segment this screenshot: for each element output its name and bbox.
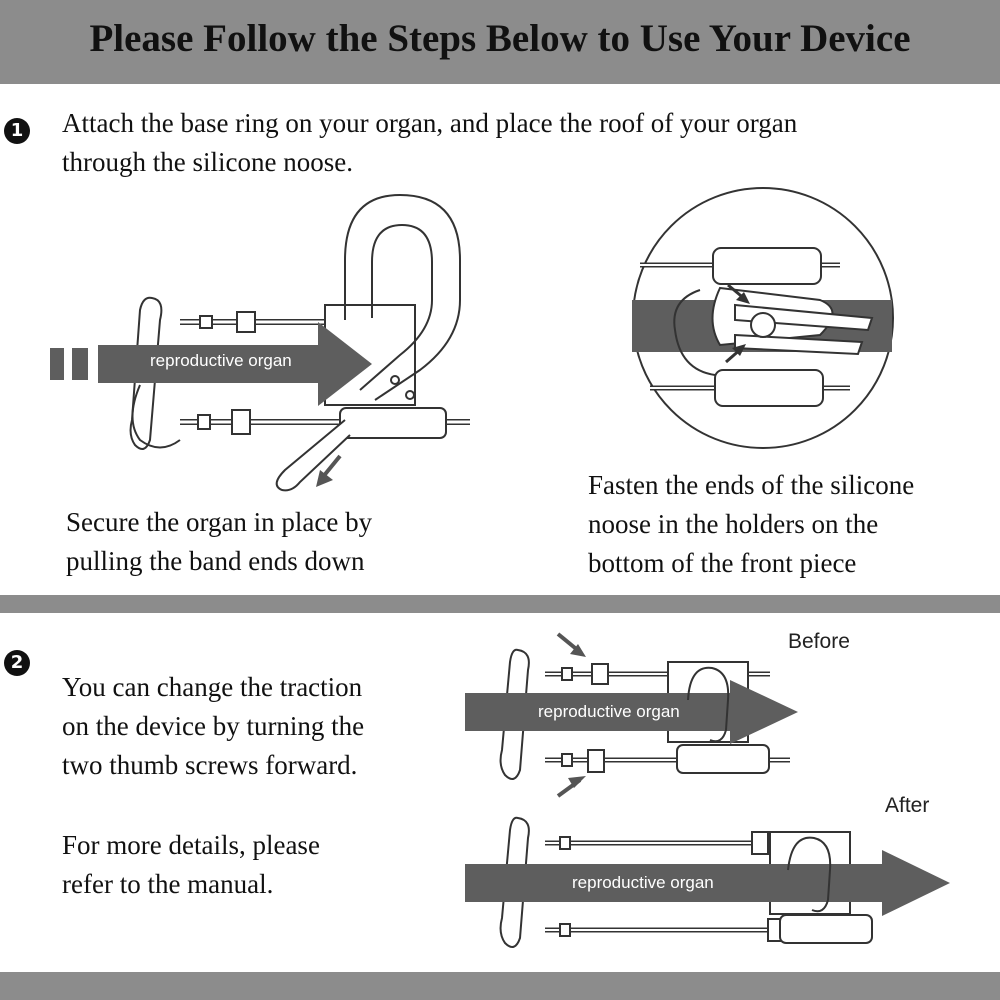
step-1-caption-right-3: bottom of the front piece [588,548,857,578]
arrow-dash-2 [72,348,88,380]
step-2-line-3: two thumb screws forward. [62,750,358,780]
thumb-screw-bottom [231,409,251,435]
step-1-caption-left-1: Secure the organ in place by [66,507,373,537]
step-1-line-1: Attach the base ring on your organ, and … [62,108,798,138]
organ-arrow-shaft [98,345,320,383]
step-2-line-2: on the device by turning the [62,711,365,741]
after-arrow-shaft [465,864,885,902]
before-arrow-head [730,680,798,744]
step-1-caption-left-2: pulling the band ends down [66,546,365,576]
step-1-caption-right-1: Fasten the ends of the silicone [588,470,915,500]
step-2-line-4: For more details, please [62,830,320,860]
header-band: Please Follow the Steps Below to Use You… [0,0,1000,84]
before-arrow-label: reproductive organ [538,702,680,721]
step-2-line-5: refer to the manual. [62,869,274,899]
step-1-arrow-label: reproductive organ [150,351,292,370]
step-1-line-2: through the silicone noose. [62,147,353,177]
before-thumb-screw-top [591,663,609,685]
footer-band [0,972,1000,1000]
after-label: After [885,794,930,817]
before-label: Before [788,630,850,653]
arrow-dash-1 [50,348,64,380]
screw-bottom-1 [197,414,211,430]
screw-top-1 [199,315,213,329]
before-thumb-screw-bottom [587,749,605,773]
step-2-line-1: You can change the traction [62,672,363,702]
band-end [275,419,351,492]
thumb-screw-top [236,311,256,333]
organ-arrow-head [318,322,372,406]
after-arrow-head [882,850,950,916]
after-arrow-label: reproductive organ [572,873,714,892]
section-divider [0,595,1000,613]
silicone-noose [344,193,461,401]
page-title: Please Follow the Steps Below to Use You… [89,17,911,60]
after-thumb-screw-top [751,831,769,855]
step-2-badge: 2 [4,650,30,676]
step-1-caption-right-2: noose in the holders on the [588,509,879,539]
step-1-badge: 1 [4,118,30,144]
